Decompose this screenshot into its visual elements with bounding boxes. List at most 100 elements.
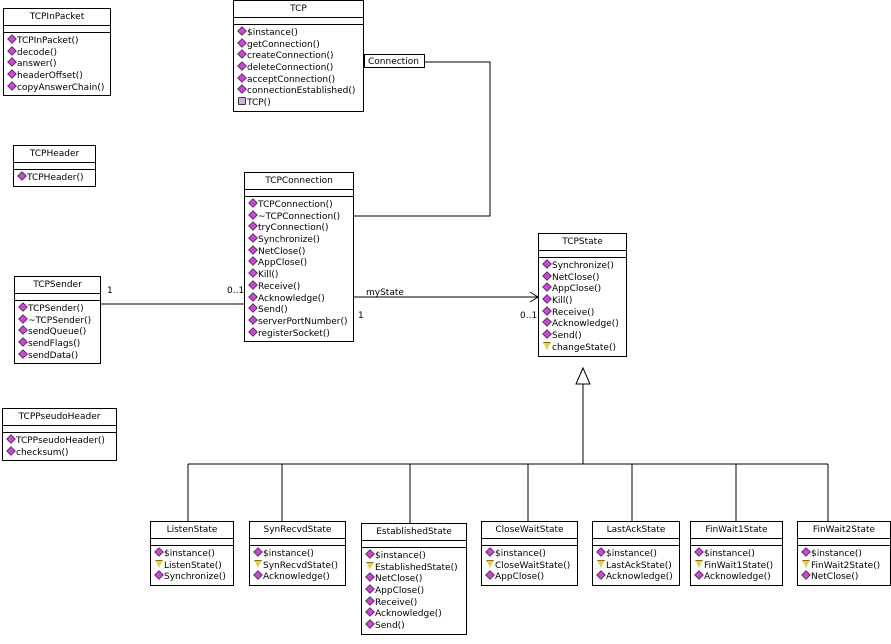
- operation-row[interactable]: Kill(): [542, 294, 626, 307]
- operation-row[interactable]: TCPHeader(): [17, 171, 95, 184]
- class-tcp[interactable]: TCP$instance()getConnection()createConne…: [233, 0, 364, 112]
- operation-row[interactable]: $instance(): [365, 549, 466, 562]
- operation-row[interactable]: tryConnection(): [248, 221, 353, 234]
- operation-row[interactable]: TCPSender(): [18, 302, 100, 315]
- class-finwait2state[interactable]: FinWait2State$instance()FinWait2State()N…: [797, 521, 891, 587]
- operation-row[interactable]: Receive(): [542, 305, 626, 319]
- operation-row[interactable]: checksum(): [6, 445, 116, 459]
- operation-row[interactable]: CloseWaitState(): [486, 559, 577, 572]
- operation-row[interactable]: Receive(): [365, 595, 466, 609]
- operation-row[interactable]: connectionEstablished(): [237, 84, 363, 97]
- operation-row[interactable]: sendData(): [18, 348, 100, 362]
- public-op-icon: [801, 570, 811, 581]
- operation-row[interactable]: Send(): [542, 329, 626, 342]
- operation-row[interactable]: AppClose(): [365, 584, 466, 597]
- operation-row[interactable]: Receive(): [248, 280, 353, 293]
- operation-row[interactable]: acceptConnection(): [237, 72, 363, 86]
- operation-row[interactable]: TCP(): [238, 97, 363, 109]
- public-op-icon: [7, 34, 17, 44]
- operation-row[interactable]: ~TCPSender(): [18, 313, 100, 327]
- operation-row[interactable]: Synchronize(): [248, 233, 353, 246]
- operation-row[interactable]: changeState(): [543, 341, 626, 354]
- operation-row[interactable]: deleteConnection(): [237, 61, 363, 74]
- public-op-icon: [237, 61, 247, 71]
- operation-label: Synchronize(): [552, 261, 614, 271]
- operation-row[interactable]: FinWait1State(): [695, 559, 782, 572]
- public-op-icon: [18, 313, 28, 324]
- operation-row[interactable]: Send(): [248, 303, 353, 316]
- operation-row[interactable]: $instance(): [801, 547, 890, 560]
- operation-row[interactable]: Kill(): [248, 268, 353, 281]
- operation-row[interactable]: TCPConnection(): [248, 198, 353, 211]
- operation-row[interactable]: TCPInPacket(): [7, 34, 110, 47]
- attributes-compartment: [593, 539, 679, 546]
- operation-row[interactable]: LastAckState(): [597, 559, 679, 572]
- operation-row[interactable]: TCPPseudoHeader(): [6, 434, 116, 447]
- public-op-icon: [248, 198, 258, 208]
- public-op-icon: [365, 619, 375, 629]
- operations-compartment: Synchronize()NetClose()AppClose()Kill()R…: [539, 258, 626, 356]
- operation-label: NetClose(): [375, 574, 423, 585]
- operation-row[interactable]: headerOffset(): [7, 69, 110, 82]
- operation-row[interactable]: Acknowledge(): [248, 291, 353, 305]
- operation-label: FinWait1State(): [704, 560, 774, 571]
- operation-row[interactable]: ~TCPConnection(): [248, 209, 353, 223]
- class-lastackstate[interactable]: LastAckState$instance()LastAckState()Ack…: [592, 521, 680, 587]
- operation-row[interactable]: $instance(): [596, 547, 679, 560]
- class-closewaitstate[interactable]: CloseWaitState$instance()CloseWaitState(…: [481, 521, 578, 587]
- operation-label: Send(): [258, 305, 288, 316]
- public-op-icon: [237, 49, 247, 60]
- operation-row[interactable]: NetClose(): [248, 244, 353, 258]
- operation-row[interactable]: ListenState(): [155, 559, 233, 572]
- operation-row[interactable]: decode(): [7, 45, 110, 59]
- operation-row[interactable]: AppClose(): [485, 570, 577, 583]
- operation-row[interactable]: Acknowledge(): [365, 607, 466, 620]
- public-op-icon: [365, 607, 375, 618]
- operation-row[interactable]: Send(): [365, 619, 466, 632]
- operation-row[interactable]: registerSocket(): [248, 326, 353, 340]
- operation-row[interactable]: NetClose(): [542, 270, 626, 284]
- operation-row[interactable]: Acknowledge(): [694, 570, 782, 583]
- operation-row[interactable]: AppClose(): [248, 256, 353, 269]
- operation-row[interactable]: Acknowledge(): [596, 570, 679, 583]
- operation-row[interactable]: $instance(): [237, 26, 363, 39]
- attributes-compartment: [151, 539, 233, 546]
- operation-row[interactable]: $instance(): [694, 547, 782, 560]
- operation-row[interactable]: Acknowledge(): [542, 317, 626, 330]
- operation-row[interactable]: Synchronize(): [154, 570, 233, 583]
- attributes-compartment: [691, 539, 782, 546]
- operation-row[interactable]: serverPortNumber(): [248, 315, 353, 328]
- class-synrecvdstate[interactable]: SynRecvdState$instance()SynRecvdState()A…: [249, 521, 346, 587]
- operation-row[interactable]: answer(): [7, 57, 110, 70]
- operation-row[interactable]: $instance(): [485, 547, 577, 560]
- class-listenstate[interactable]: ListenState$instance()ListenState()Synch…: [150, 521, 234, 587]
- attributes-compartment: [482, 539, 577, 546]
- operation-row[interactable]: NetClose(): [801, 570, 890, 583]
- operation-row[interactable]: AppClose(): [542, 282, 626, 295]
- operation-row[interactable]: createConnection(): [237, 49, 363, 62]
- operation-row[interactable]: sendQueue(): [18, 325, 100, 338]
- protected-op-icon: [155, 559, 163, 568]
- operation-row[interactable]: SynRecvdState(): [254, 559, 345, 572]
- public-op-icon: [542, 329, 552, 339]
- class-establishedstate[interactable]: EstablishedState$instance()EstablishedSt…: [361, 523, 467, 635]
- protected-op-icon: [254, 559, 262, 568]
- generalization-arrowhead: [575, 366, 591, 385]
- operation-row[interactable]: Synchronize(): [542, 259, 626, 272]
- class-finwait1state[interactable]: FinWait1State$instance()FinWait1State()A…: [690, 521, 783, 587]
- operation-row[interactable]: $instance(): [154, 547, 233, 560]
- operation-row[interactable]: FinWait2State(): [802, 559, 890, 572]
- operation-row[interactable]: EstablishedState(): [366, 561, 466, 574]
- operation-row[interactable]: copyAnswerChain(): [7, 80, 110, 94]
- operation-row[interactable]: NetClose(): [365, 572, 466, 585]
- operation-row[interactable]: sendFlags(): [18, 337, 100, 350]
- operation-row[interactable]: Acknowledge(): [253, 570, 345, 583]
- operation-row[interactable]: getConnection(): [237, 37, 363, 51]
- operation-row[interactable]: $instance(): [253, 547, 345, 560]
